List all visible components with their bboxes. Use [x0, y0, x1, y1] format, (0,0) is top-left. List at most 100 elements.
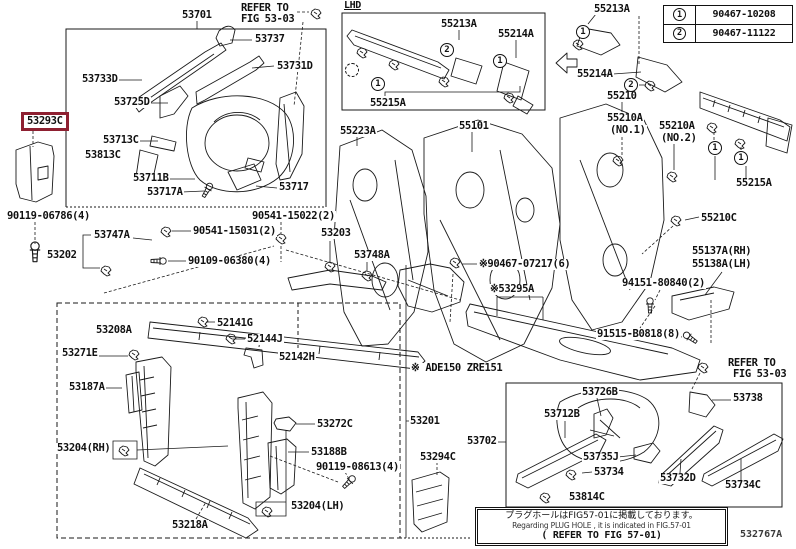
- plug-hole-note-inner: プラグホールはFIG57-01に掲載しております。 Regarding PLUG…: [477, 509, 726, 544]
- part-label-53712b: 53712B: [543, 408, 581, 421]
- part-label-53187a: 53187A: [68, 381, 106, 394]
- note-japanese-text: プラグホールはFIG57-01に掲載しております。: [505, 511, 698, 522]
- part-label-no1: (NO.1): [609, 124, 647, 137]
- bolt-icon: [199, 181, 216, 200]
- part-label-53202: 53202: [46, 249, 78, 262]
- legend-part-number: 90467-11122: [695, 24, 792, 42]
- part-label-90541150312: 90541-15031(2): [192, 225, 277, 238]
- group-boxes: [56, 12, 783, 539]
- part-label-53732d: 53732D: [659, 472, 697, 485]
- part-label-fig5303: FIG 53-03: [240, 13, 296, 26]
- clip-icon: [100, 265, 112, 277]
- clip-icon: [572, 39, 584, 51]
- callout-circle-1: 1: [576, 25, 590, 39]
- callout-circle-1: 1: [493, 54, 507, 68]
- part-label-53813c: 53813C: [84, 149, 122, 162]
- part-label-53734: 53734: [593, 466, 625, 479]
- part-label-91515b08188: 91515-B0818(8): [596, 328, 681, 341]
- clip-icon: [310, 8, 322, 20]
- part-label-55214a: 55214A: [576, 68, 614, 81]
- part-label-53737: 53737: [254, 33, 286, 46]
- part-label-referto: REFER TO: [240, 2, 290, 15]
- part-label-55210c: 55210C: [700, 212, 738, 225]
- part-label-53726b: 53726B: [581, 386, 619, 399]
- part-label-55213a: 55213A: [593, 3, 631, 16]
- part-label-53188b: 53188B: [310, 446, 348, 459]
- legend-row: 1 90467-10208: [664, 6, 792, 24]
- clip-icon: [118, 445, 130, 457]
- leader-lines: [32, 11, 747, 538]
- part-label-53725d: 53725D: [113, 96, 151, 109]
- direction-arrow-icon: [555, 52, 578, 74]
- legend-circled-number: 1: [673, 8, 686, 22]
- clip-icon: [356, 47, 368, 59]
- part-label-53272c: 53272C: [316, 418, 354, 431]
- clip-icon: [388, 59, 400, 71]
- part-label-fig5303: FIG 53-03: [732, 368, 788, 381]
- clip-icon: [503, 92, 515, 104]
- part-label-53208a: 53208A: [95, 324, 133, 337]
- part-label-52144j: 52144J: [246, 333, 284, 346]
- part-label-53204lh: 53204(LH): [290, 500, 346, 513]
- callout-circle-dashed: [345, 63, 359, 77]
- part-label-53733d: 53733D: [81, 73, 119, 86]
- clip-icon: [197, 316, 209, 328]
- clip-icon: [697, 362, 709, 374]
- part-label-ade150zre151: ※ ADE150 ZRE151: [410, 362, 504, 375]
- part-label-55210a: 55210A: [658, 120, 696, 133]
- under-cover-drawing: [287, 263, 735, 381]
- part-label-55210a: 55210A: [606, 112, 644, 125]
- part-label-53271e: 53271E: [61, 347, 99, 360]
- clip-icon: [734, 138, 746, 150]
- part-label-lhd: LHD: [343, 0, 362, 12]
- clip-icon: [449, 257, 461, 269]
- part-label-55213a: 55213A: [440, 18, 478, 31]
- clip-icon: [644, 80, 656, 92]
- cowl-side-parts-drawing: [576, 27, 793, 154]
- part-label-53701: 53701: [181, 9, 213, 22]
- clip-icon: [666, 171, 678, 183]
- apron-rh-drawing: [515, 389, 784, 489]
- bolt-icon: [645, 297, 655, 314]
- part-label-53711b: 53711B: [132, 172, 170, 185]
- part-label-90109063804: 90109-06380(4): [187, 255, 272, 268]
- clip-icon: [612, 155, 624, 167]
- part-label-52141g: 52141G: [216, 317, 254, 330]
- bolt-icon: [340, 473, 358, 491]
- part-label-referto: REFER TO: [727, 357, 777, 370]
- part-label-55223a: 55223A: [339, 125, 377, 138]
- bolt-icon: [29, 241, 41, 263]
- lhd-inset-drawing: [346, 29, 534, 115]
- callout-circle-2: 2: [440, 43, 454, 57]
- part-label-55210: 55210: [606, 90, 638, 103]
- part-label-53735j: 53735J: [582, 451, 620, 464]
- part-label-53731d: 53731D: [276, 60, 314, 73]
- callout-circle-2: 2: [624, 78, 638, 92]
- clip-icon: [539, 492, 551, 504]
- part-label-94151808402: 94151-80840(2): [621, 277, 706, 290]
- clip-icon: [160, 226, 172, 238]
- part-label-53738: 53738: [732, 392, 764, 405]
- clip-icon: [565, 469, 577, 481]
- plug-hole-note-box: プラグホールはFIG57-01に掲載しております。 Regarding PLUG…: [475, 507, 728, 546]
- clip-icon: [706, 122, 718, 134]
- part-label-no2: (NO.2): [660, 132, 698, 145]
- part-label-53814c: 53814C: [568, 491, 606, 504]
- part-label-53203: 53203: [320, 227, 352, 240]
- clip-icon: [275, 233, 287, 245]
- part-label-53293c: 53293C: [21, 112, 69, 132]
- callout-circle-1: 1: [371, 77, 385, 91]
- part-label-53295a: ※53295A: [489, 283, 535, 296]
- part-label-90119067864: 90119-06786(4): [6, 210, 91, 223]
- part-label-53717: 53717: [278, 181, 310, 194]
- callout-circle-1: 1: [734, 151, 748, 165]
- clip-icon: [261, 506, 273, 518]
- apron-lh-drawing: [131, 25, 305, 193]
- callout-circle-1: 1: [708, 141, 722, 155]
- note-english-text: Regarding PLUG HOLE , it is indicated in…: [512, 520, 691, 530]
- part-label-55215a: 55215A: [735, 177, 773, 190]
- clip-icon: [361, 270, 373, 282]
- part-label-55137arh: 55137A(RH): [691, 245, 753, 258]
- part-label-55214a: 55214A: [497, 28, 535, 41]
